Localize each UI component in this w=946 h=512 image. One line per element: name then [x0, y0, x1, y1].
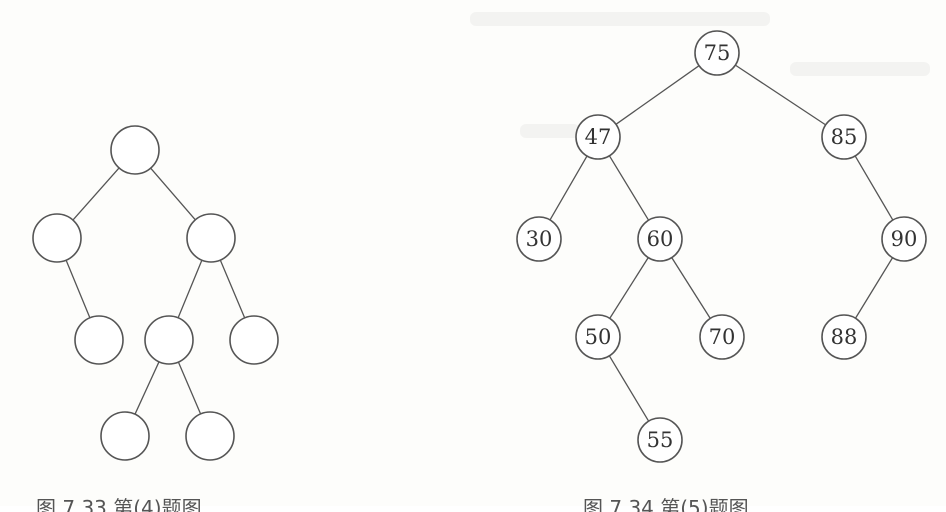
- node-circle: [186, 213, 236, 263]
- tree-node: [185, 411, 235, 461]
- tree-node: 88: [821, 314, 867, 360]
- node-circle: [229, 315, 279, 365]
- tree-node: [229, 315, 279, 365]
- tree-edge: [615, 65, 700, 125]
- tree-node: 60: [637, 216, 683, 262]
- tree-node: 30: [516, 216, 562, 262]
- bleed-through-mark: [790, 62, 930, 76]
- node-label: 55: [647, 428, 674, 452]
- node-label: 85: [831, 125, 858, 149]
- tree-node: 85: [821, 114, 867, 160]
- node-circle: [110, 125, 160, 175]
- tree-edge: [134, 361, 160, 415]
- node-circle: [699, 314, 745, 360]
- tree-node: [32, 213, 82, 263]
- node-circle: [575, 114, 621, 160]
- bleed-through-mark: [470, 12, 770, 26]
- tree-node: 47: [575, 114, 621, 160]
- nodes-layer: 75 47 85 30 60 90 50 70 88 55: [32, 30, 927, 463]
- tree-edge: [734, 64, 827, 126]
- tree-node: [144, 315, 194, 365]
- node-circle: [881, 216, 927, 262]
- node-label: 75: [704, 41, 731, 65]
- node-label: 50: [585, 325, 612, 349]
- node-circle: [575, 314, 621, 360]
- node-circle: [637, 417, 683, 463]
- node-circle: [100, 411, 150, 461]
- node-circle: [74, 315, 124, 365]
- node-circle: [144, 315, 194, 365]
- figure-caption-right: 图 7.34 第(5)题图: [583, 498, 749, 512]
- tree-edge: [219, 259, 246, 319]
- node-circle: [694, 30, 740, 76]
- node-circle: [637, 216, 683, 262]
- node-circle: [516, 216, 562, 262]
- tree-node: [74, 315, 124, 365]
- node-label: 90: [891, 227, 918, 251]
- tree-node: 70: [699, 314, 745, 360]
- tree-edge: [177, 259, 203, 319]
- node-label: 30: [526, 227, 553, 251]
- tree-edge: [65, 259, 91, 319]
- node-label: 88: [831, 325, 858, 349]
- edges-layer: [65, 64, 894, 422]
- tree-edge: [609, 257, 649, 319]
- node-circle: [821, 314, 867, 360]
- tree-edge: [72, 167, 120, 221]
- tree-node: 55: [637, 417, 683, 463]
- tree-node: 90: [881, 216, 927, 262]
- node-circle: [32, 213, 82, 263]
- tree-node: [110, 125, 160, 175]
- tree-edge: [549, 155, 588, 221]
- node-label: 70: [709, 325, 736, 349]
- tree-edge: [150, 167, 196, 221]
- tree-edge: [608, 155, 650, 221]
- tree-node: [100, 411, 150, 461]
- bleed-through-mark: [520, 124, 580, 138]
- tree-edge: [854, 155, 894, 221]
- tree-node: 50: [575, 314, 621, 360]
- tree-edge: [177, 361, 202, 415]
- tree-edge: [671, 257, 711, 319]
- node-label: 47: [585, 125, 612, 149]
- node-label: 60: [647, 227, 674, 251]
- node-circle: [821, 114, 867, 160]
- tree-node: 75: [694, 30, 740, 76]
- tree-edge: [854, 257, 894, 319]
- tree-edge: [608, 355, 650, 422]
- tree-node: [186, 213, 236, 263]
- figure-caption-left: 图 7.33 第(4)题图: [36, 498, 202, 512]
- node-circle: [185, 411, 235, 461]
